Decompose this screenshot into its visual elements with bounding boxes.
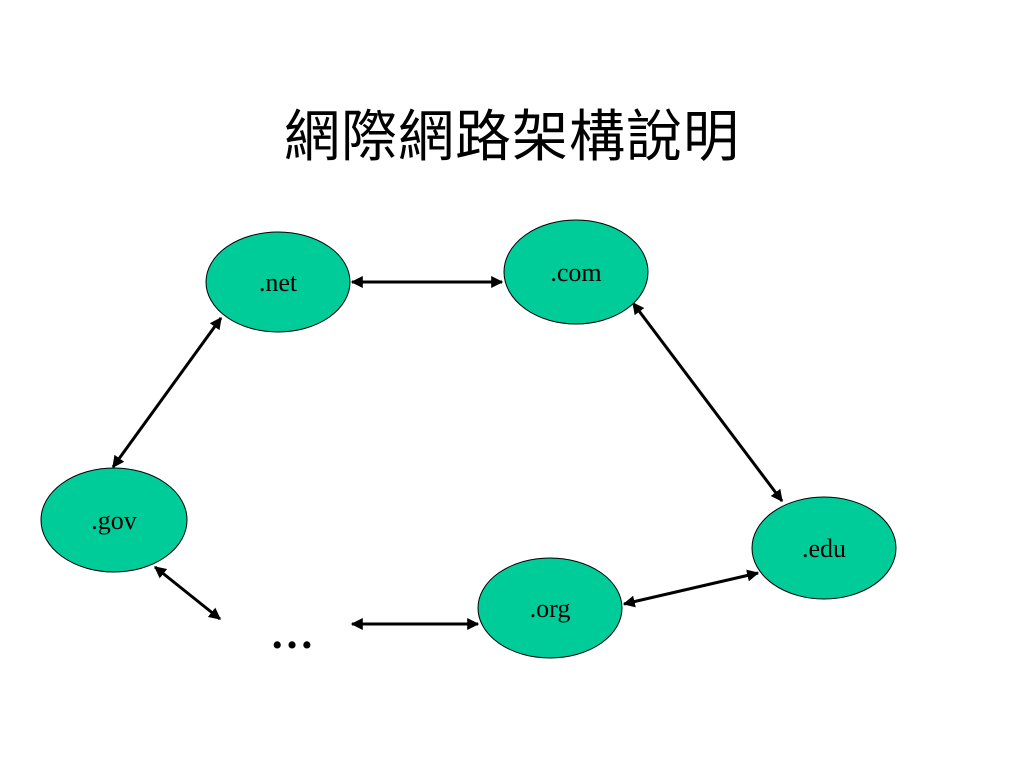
- node-edu: .edu: [751, 496, 897, 600]
- edge-com-edu: [631, 302, 784, 502]
- edge-edu-org: [622, 569, 760, 608]
- node-org-label: .org: [530, 594, 571, 623]
- node-net: .net: [205, 231, 351, 333]
- page-title: 網際網路架構說明: [284, 105, 740, 170]
- edge-gov-ellipsis: [154, 565, 221, 621]
- edge-net-gov: [111, 317, 223, 468]
- ellipsis-node: …: [270, 609, 314, 658]
- node-gov: .gov: [40, 467, 188, 573]
- node-net-label: .net: [259, 268, 298, 297]
- node-com: .com: [503, 219, 649, 325]
- node-gov-label: .gov: [91, 506, 137, 535]
- node-org: .org: [477, 557, 623, 659]
- node-edu-label: .edu: [802, 534, 846, 563]
- node-com-label: .com: [550, 258, 601, 287]
